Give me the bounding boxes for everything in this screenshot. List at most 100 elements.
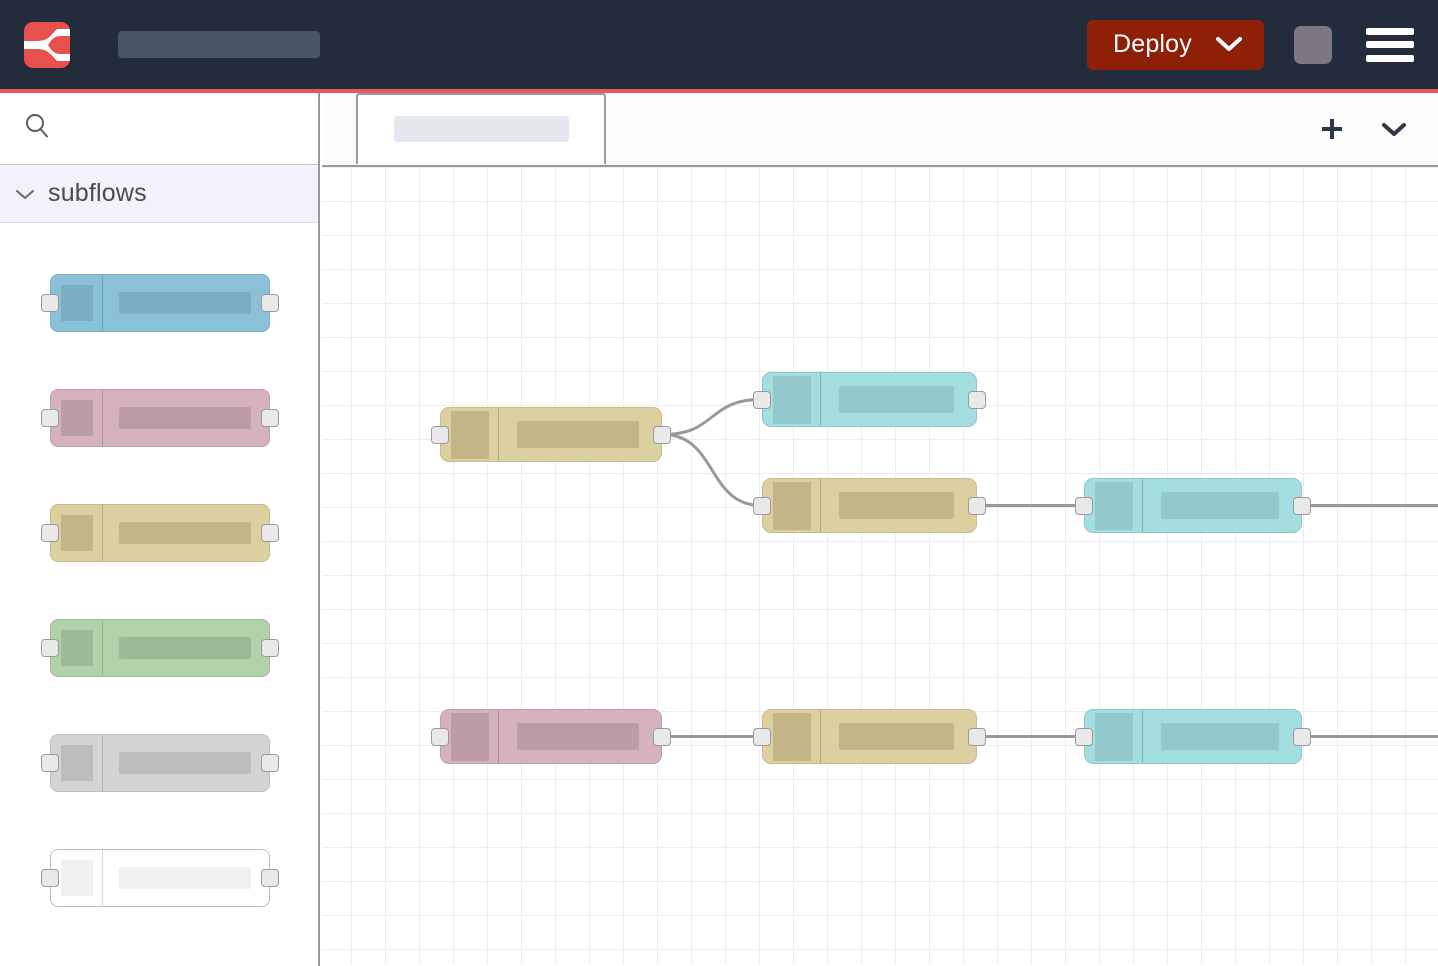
canvas-node-output-port[interactable] (653, 425, 671, 444)
palette-node-input-port[interactable] (41, 638, 59, 657)
palette-category-subflows[interactable]: subflows (0, 165, 318, 223)
palette-row (0, 245, 318, 360)
deploy-button[interactable]: Deploy (1086, 19, 1264, 70)
palette-node-input-port[interactable] (41, 293, 59, 312)
canvas-node-3[interactable] (753, 478, 986, 533)
canvas-node-input-port[interactable] (1075, 727, 1093, 746)
palette-node-output-port[interactable] (261, 638, 279, 657)
canvas-node-input-port[interactable] (753, 496, 771, 515)
palette-node-body (103, 505, 269, 561)
palette-node-output-port[interactable] (261, 523, 279, 542)
canvas-node-label (1161, 723, 1279, 750)
flow-title (118, 31, 320, 58)
canvas-node-input-port[interactable] (753, 727, 771, 746)
palette-row (0, 590, 318, 705)
palette-node-tan[interactable] (41, 503, 279, 562)
palette-node-body (103, 390, 269, 446)
canvas-node-output-port[interactable] (1293, 727, 1311, 746)
canvas-node-output-port[interactable] (968, 727, 986, 746)
palette-node-green[interactable] (41, 618, 279, 677)
canvas-node-icon (763, 710, 821, 763)
canvas-node-icon (441, 710, 499, 763)
palette-node-blue[interactable] (41, 273, 279, 332)
canvas-node-label (517, 723, 639, 750)
palette-row (0, 820, 318, 935)
wire-1-to-3[interactable] (661, 433, 763, 507)
canvas-node-label (839, 723, 954, 750)
canvas-node-output-port[interactable] (1293, 496, 1311, 515)
canvas-node-body (821, 373, 976, 426)
palette-node-input-port[interactable] (41, 753, 59, 772)
palette-node-pink[interactable] (41, 388, 279, 447)
palette-node-input-port[interactable] (41, 523, 59, 542)
palette-node-icon (51, 389, 103, 446)
canvas-node-output-port[interactable] (653, 727, 671, 746)
palette-node-blank[interactable] (41, 848, 279, 907)
wire-layer (661, 398, 1438, 739)
tab-bar-actions (1318, 93, 1408, 165)
canvas-node-body (821, 479, 976, 532)
palette-node-body (103, 735, 269, 791)
flow-canvas[interactable] (322, 167, 1438, 964)
canvas-node-icon (1085, 479, 1143, 532)
canvas-node-1[interactable] (431, 407, 671, 462)
canvas-node-body (821, 710, 976, 763)
canvas-node-body (1143, 710, 1301, 763)
palette-node-icon (51, 849, 103, 906)
palette-row (0, 475, 318, 590)
canvas-node-label (1161, 492, 1279, 519)
chevron-down-icon[interactable] (1380, 120, 1408, 138)
palette-node-body (103, 850, 269, 906)
palette-row (0, 360, 318, 475)
canvas-node-input-port[interactable] (753, 390, 771, 409)
chevron-down-icon[interactable] (14, 187, 36, 201)
palette-search-row[interactable] (0, 93, 318, 165)
palette-node-input-port[interactable] (41, 868, 59, 887)
search-input[interactable] (52, 93, 318, 164)
palette-node-icon (51, 734, 103, 791)
canvas-node-5[interactable] (431, 709, 671, 764)
canvas-node-6[interactable] (753, 709, 986, 764)
palette-node-output-port[interactable] (261, 868, 279, 887)
canvas-node-4[interactable] (1075, 478, 1311, 533)
palette-node-list (0, 223, 318, 935)
palette-row (0, 705, 318, 820)
node-red-logo-icon[interactable] (24, 21, 70, 68)
palette-node-output-port[interactable] (261, 408, 279, 427)
canvas-node-output-port[interactable] (968, 496, 986, 515)
search-icon (22, 111, 52, 146)
canvas-node-output-port[interactable] (968, 390, 986, 409)
canvas-node-2[interactable] (753, 372, 986, 427)
palette-node-input-port[interactable] (41, 408, 59, 427)
plus-icon[interactable] (1318, 115, 1346, 143)
palette-node-label (119, 866, 251, 889)
canvas-node-7[interactable] (1075, 709, 1311, 764)
palette-node-label (119, 406, 251, 429)
canvas-node-input-port[interactable] (1075, 496, 1093, 515)
wire-1-to-2[interactable] (661, 398, 763, 436)
user-avatar[interactable] (1294, 25, 1332, 64)
canvas-node-body (1143, 479, 1301, 532)
palette-node-label (119, 636, 251, 659)
canvas-node-icon (763, 479, 821, 532)
palette-node-body (103, 620, 269, 676)
palette-node-body (103, 275, 269, 331)
header-accent-bar (0, 89, 1438, 93)
palette-node-output-port[interactable] (261, 753, 279, 772)
chevron-down-icon[interactable] (1216, 36, 1242, 53)
canvas-node-input-port[interactable] (431, 425, 449, 444)
canvas-node-input-port[interactable] (431, 727, 449, 746)
palette-node-icon (51, 619, 103, 676)
palette-node-icon (51, 504, 103, 561)
hamburger-bar (1366, 41, 1414, 48)
canvas-node-label (839, 492, 954, 519)
palette-node-output-port[interactable] (261, 293, 279, 312)
palette-node-grey[interactable] (41, 733, 279, 792)
canvas-node-icon (441, 408, 499, 461)
canvas-pane (322, 93, 1438, 966)
palette-node-label (119, 291, 251, 314)
hamburger-menu-icon[interactable] (1366, 27, 1414, 62)
flow-tab-label (393, 116, 569, 142)
flow-tab-1[interactable] (356, 93, 606, 165)
